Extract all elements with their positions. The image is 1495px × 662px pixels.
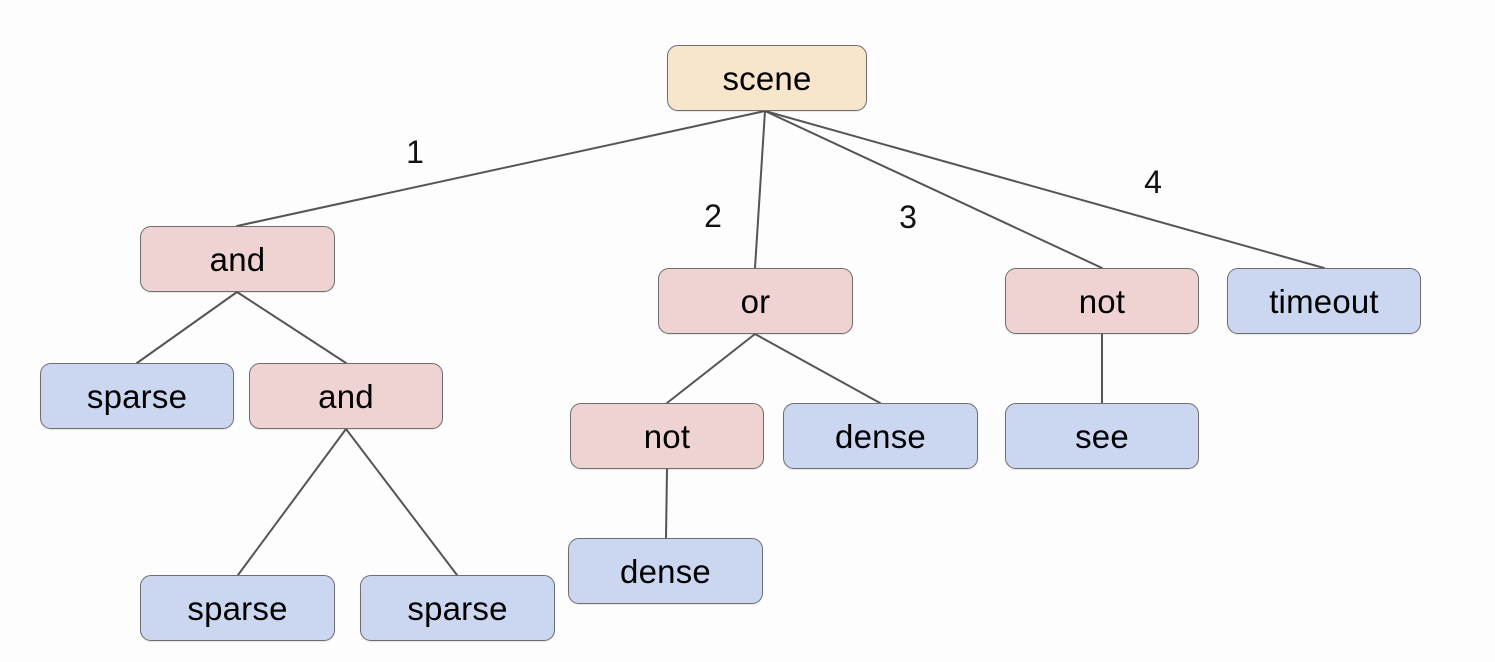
tree-edge <box>236 291 347 364</box>
tree-node-label: not <box>1078 282 1126 320</box>
tree-node-timeout1[interactable]: timeout <box>1227 268 1421 334</box>
tree-node-dense2[interactable]: dense <box>568 538 763 604</box>
tree-node-and2[interactable]: and <box>249 363 443 429</box>
tree-node-label: sparse <box>86 377 188 415</box>
tree-edge <box>665 468 668 539</box>
tree-node-label: dense <box>835 417 926 455</box>
tree-node-sparse2[interactable]: sparse <box>140 575 335 641</box>
tree-node-sparse1[interactable]: sparse <box>40 363 234 429</box>
tree-node-see1[interactable]: see <box>1005 403 1199 469</box>
tree-edge <box>236 110 766 227</box>
tree-node-label: not <box>643 417 691 455</box>
tree-node-not2[interactable]: not <box>570 403 764 469</box>
tree-node-label: and <box>209 240 266 278</box>
tree-edge <box>345 428 458 576</box>
tree-node-and1[interactable]: and <box>140 226 335 292</box>
tree-node-label: or <box>740 282 771 320</box>
tree-node-not1[interactable]: not <box>1005 268 1199 334</box>
tree-node-or1[interactable]: or <box>658 268 853 334</box>
tree-edge <box>666 333 756 404</box>
edge-label-4: 4 <box>1144 164 1162 200</box>
tree-edge <box>136 291 238 364</box>
edge-label-1: 1 <box>406 134 424 170</box>
tree-node-label: dense <box>620 552 711 590</box>
tree-node-label: sparse <box>187 589 288 627</box>
tree-node-scene[interactable]: scene <box>667 45 867 111</box>
tree-edge <box>754 110 766 269</box>
tree-edge <box>764 110 1325 269</box>
edge-label-2: 2 <box>704 198 722 234</box>
tree-node-label: sparse <box>407 589 508 627</box>
tree-node-label: see <box>1075 417 1129 455</box>
tree-edge <box>237 428 347 576</box>
tree-node-label: and <box>318 377 374 415</box>
tree-edge <box>764 110 1103 269</box>
edge-label-3: 3 <box>899 199 917 235</box>
tree-node-dense1[interactable]: dense <box>783 403 978 469</box>
tree-node-sparse3[interactable]: sparse <box>360 575 555 641</box>
tree-edge <box>754 333 881 404</box>
tree-node-label: scene <box>722 59 812 97</box>
tree-node-label: timeout <box>1269 282 1379 320</box>
